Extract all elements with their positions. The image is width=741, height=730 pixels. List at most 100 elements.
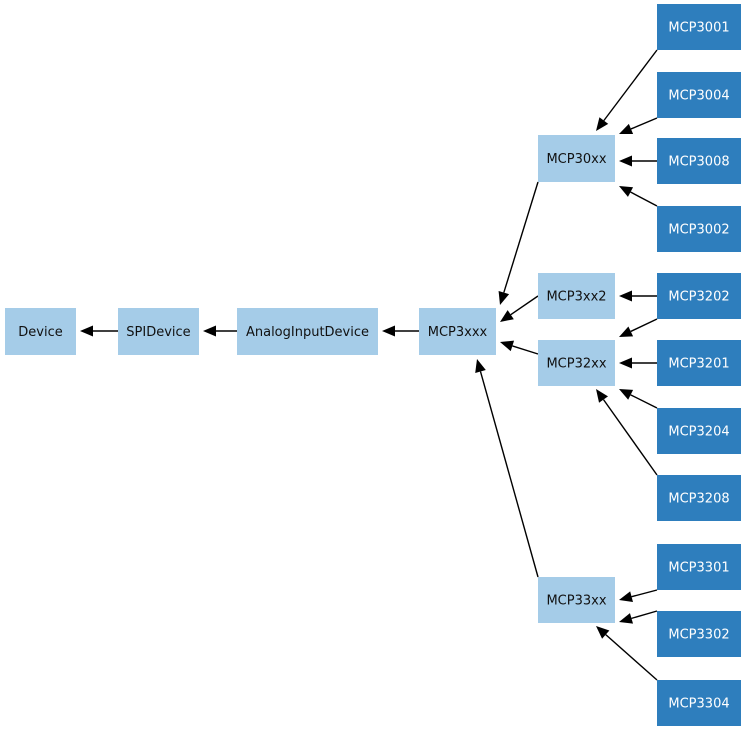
node-label: MCP3202: [668, 290, 729, 305]
edge-line: [630, 318, 658, 333]
node-label: MCP30xx: [546, 152, 606, 167]
node-mcp3302[interactable]: MCP3302: [657, 611, 741, 657]
node-spidevice[interactable]: SPIDevice: [118, 308, 199, 355]
arrowhead-icon: [498, 290, 510, 305]
edge-mcp3001-to-mcp30xx: [596, 49, 658, 131]
node-label: MCP33xx: [546, 594, 606, 609]
node-box[interactable]: [657, 4, 741, 50]
node-box[interactable]: [538, 577, 615, 623]
edge-mcp30xx-to-mcp3xxx: [498, 181, 539, 305]
node-box[interactable]: [657, 680, 741, 726]
node-device[interactable]: Device: [5, 308, 76, 355]
arrowhead-icon: [619, 326, 634, 337]
edge-mcp3202-to-mcp32xx: [619, 318, 658, 337]
node-box[interactable]: [657, 611, 741, 657]
node-box[interactable]: [657, 408, 741, 454]
node-label: SPIDevice: [126, 325, 190, 340]
arrowhead-icon: [619, 155, 632, 167]
arrowhead-icon: [596, 626, 610, 639]
edge-line: [630, 394, 658, 409]
arrowhead-icon: [619, 357, 632, 369]
arrowhead-icon: [619, 123, 634, 135]
edge-line: [630, 191, 658, 207]
edge-mcp3002-to-mcp30xx: [619, 186, 658, 207]
arrowhead-icon: [619, 613, 634, 624]
node-box[interactable]: [657, 273, 741, 319]
node-mcp32xx[interactable]: MCP32xx: [538, 340, 615, 386]
node-label: MCP3xx2: [546, 290, 606, 305]
edge-mcp3204-to-mcp32xx: [619, 389, 658, 409]
node-box[interactable]: [657, 138, 741, 184]
arrowhead-icon: [596, 389, 609, 403]
edge-line: [512, 345, 539, 355]
edge-mcp3xxx-to-analoginputdevice: [382, 325, 419, 337]
node-box[interactable]: [657, 340, 741, 386]
arrowhead-icon: [500, 340, 515, 352]
node-label: MCP3xxx: [428, 325, 488, 340]
edge-mcp3202-to-mcp3xx2: [619, 290, 657, 302]
edge-line: [605, 634, 658, 681]
node-label: MCP3208: [668, 492, 729, 507]
node-mcp3201[interactable]: MCP3201: [657, 340, 741, 386]
edge-spidevice-to-device: [80, 325, 118, 337]
node-label: MCP32xx: [546, 357, 606, 372]
node-label: MCP3304: [668, 697, 729, 712]
arrowhead-icon: [619, 290, 632, 302]
node-box[interactable]: [5, 308, 76, 355]
node-label: MCP3002: [668, 223, 729, 238]
edge-line: [479, 371, 539, 578]
node-mcp3008[interactable]: MCP3008: [657, 138, 741, 184]
node-label: MCP3001: [668, 21, 729, 36]
edge-mcp33xx-to-mcp3xxx: [475, 359, 539, 578]
node-mcp33xx[interactable]: MCP33xx: [538, 577, 615, 623]
node-box[interactable]: [538, 273, 615, 319]
node-box[interactable]: [657, 475, 741, 521]
node-mcp3204[interactable]: MCP3204: [657, 408, 741, 454]
edge-line: [503, 181, 539, 293]
edge-mcp3201-to-mcp32xx: [619, 357, 657, 369]
node-box[interactable]: [538, 340, 615, 386]
edge-mcp3008-to-mcp30xx: [619, 155, 657, 167]
node-mcp3208[interactable]: MCP3208: [657, 475, 741, 521]
edge-mcp3004-to-mcp30xx: [619, 117, 658, 135]
node-box[interactable]: [237, 308, 378, 355]
arrowhead-icon: [80, 325, 93, 337]
node-mcp3304[interactable]: MCP3304: [657, 680, 741, 726]
arrowhead-icon: [619, 591, 633, 603]
node-box[interactable]: [657, 206, 741, 252]
edge-line: [631, 610, 658, 620]
node-analoginputdevice[interactable]: AnalogInputDevice: [237, 308, 378, 355]
edge-mcp3302-to-mcp33xx: [619, 610, 658, 624]
node-label: Device: [18, 325, 62, 340]
edge-mcp3301-to-mcp33xx: [619, 589, 658, 603]
node-mcp3002[interactable]: MCP3002: [657, 206, 741, 252]
node-mcp3xxx[interactable]: MCP3xxx: [419, 308, 496, 355]
edges-layer: [80, 49, 658, 681]
node-mcp3001[interactable]: MCP3001: [657, 4, 741, 50]
node-mcp3301[interactable]: MCP3301: [657, 544, 741, 590]
edge-mcp32xx-to-mcp3xxx: [500, 340, 539, 355]
node-box[interactable]: [118, 308, 199, 355]
arrowhead-icon: [203, 325, 216, 337]
node-box[interactable]: [538, 135, 615, 182]
arrowhead-icon: [619, 389, 634, 400]
edge-line: [510, 295, 539, 316]
edge-mcp3304-to-mcp33xx: [596, 626, 658, 681]
node-mcp30xx[interactable]: MCP30xx: [538, 135, 615, 182]
node-box[interactable]: [419, 308, 496, 355]
node-label: MCP3008: [668, 155, 729, 170]
edge-line: [602, 399, 658, 476]
node-box[interactable]: [657, 544, 741, 590]
edge-line: [630, 117, 658, 130]
arrowhead-icon: [619, 186, 634, 197]
arrowhead-icon: [596, 117, 609, 131]
node-label: MCP3201: [668, 357, 729, 372]
edge-line: [603, 49, 658, 122]
node-label: AnalogInputDevice: [246, 325, 369, 340]
node-mcp3202[interactable]: MCP3202: [657, 273, 741, 319]
node-mcp3xx2[interactable]: MCP3xx2: [538, 273, 615, 319]
node-box[interactable]: [657, 72, 741, 118]
node-mcp3004[interactable]: MCP3004: [657, 72, 741, 118]
